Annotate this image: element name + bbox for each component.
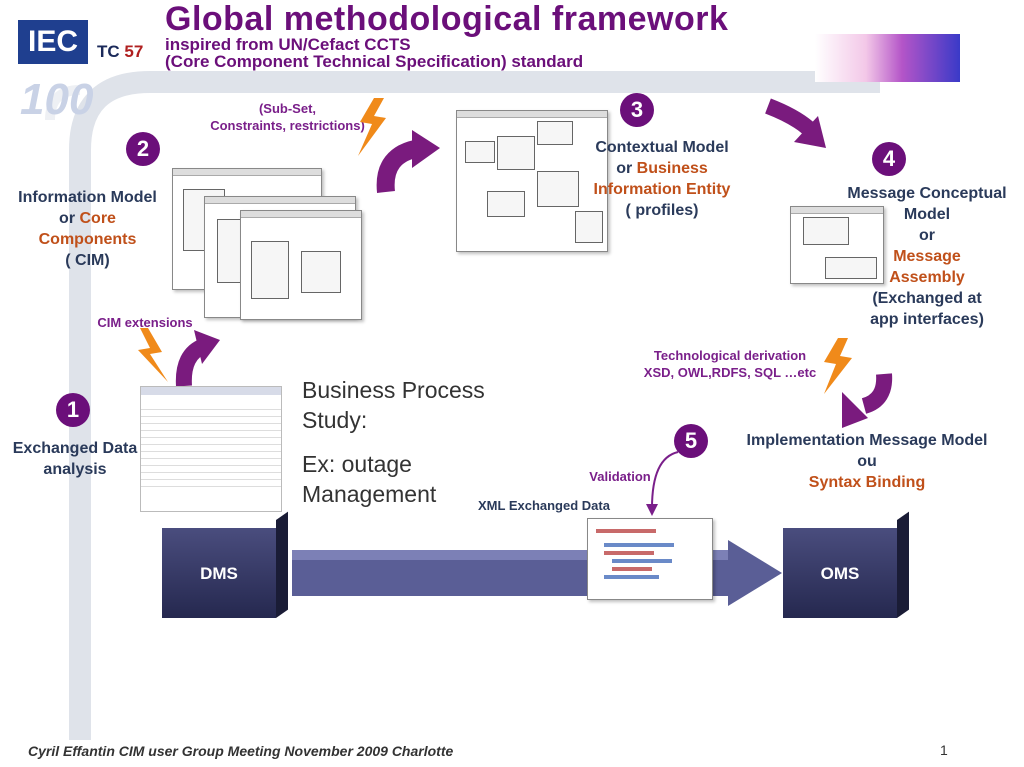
xml-exchanged-label: XML Exchanged Data xyxy=(478,498,610,513)
step-1-label: Exchanged Data analysis xyxy=(12,440,138,478)
oms-system-box: OMS xyxy=(783,528,897,618)
validation-arrow-icon xyxy=(646,451,679,516)
step-2-label: Information Model or Core Components ( C… xyxy=(18,189,157,269)
implementation-label: Implementation Message Model ou Syntax B… xyxy=(746,432,988,491)
data-flow-arrow xyxy=(292,540,782,606)
lightning-icon xyxy=(138,328,168,382)
business-process-text: Business Process Study: Ex: outage Manag… xyxy=(302,377,485,507)
oms-box-shadow xyxy=(897,511,909,618)
decorative-corner-image xyxy=(815,34,960,82)
cim-uml-document-3 xyxy=(240,210,362,320)
page-number: 1 xyxy=(940,742,948,758)
subset-constraints-label: (Sub-Set, Constraints, restrictions) xyxy=(210,101,365,133)
curved-arrow-icon xyxy=(765,98,826,148)
technological-derivation-label: Technological derivation XSD, OWL,RDFS, … xyxy=(643,348,817,380)
lightning-icon xyxy=(358,98,386,156)
iec-100-logo: 100 xyxy=(20,75,94,124)
step-4-label: Message Conceptual Model or Message Asse… xyxy=(847,185,1007,328)
page-title: Global methodological framework xyxy=(165,0,729,38)
xml-document xyxy=(587,518,713,600)
contextual-model-document xyxy=(456,110,608,252)
step-5-badge: 5 xyxy=(674,424,708,458)
step-4-badge: 4 xyxy=(872,142,906,176)
cim-extensions-label: CIM extensions xyxy=(97,315,193,330)
exchanged-data-table xyxy=(140,386,282,512)
curved-arrow-icon xyxy=(175,330,220,387)
curved-arrow-icon xyxy=(376,130,440,193)
tc-label: TC 57 xyxy=(97,42,144,61)
svg-text:100: 100 xyxy=(20,75,94,124)
curved-arrow-icon xyxy=(842,373,893,428)
footer-text: Cyril Effantin CIM user Group Meeting No… xyxy=(28,743,454,759)
validation-label: Validation xyxy=(589,469,651,484)
iec-logo: IEC xyxy=(18,20,88,64)
page-subtitle: inspired from UN/Cefact CCTS (Core Compo… xyxy=(165,35,584,71)
dms-box-shadow xyxy=(276,511,288,618)
step-2-badge: 2 xyxy=(126,132,160,166)
step-3-badge: 3 xyxy=(620,93,654,127)
message-model-document xyxy=(790,206,884,284)
step-3-label: Contextual Model or Business Information… xyxy=(593,139,731,219)
step-1-badge: 1 xyxy=(56,393,90,427)
dms-system-box: DMS xyxy=(162,528,276,618)
lightning-icon xyxy=(824,338,852,394)
